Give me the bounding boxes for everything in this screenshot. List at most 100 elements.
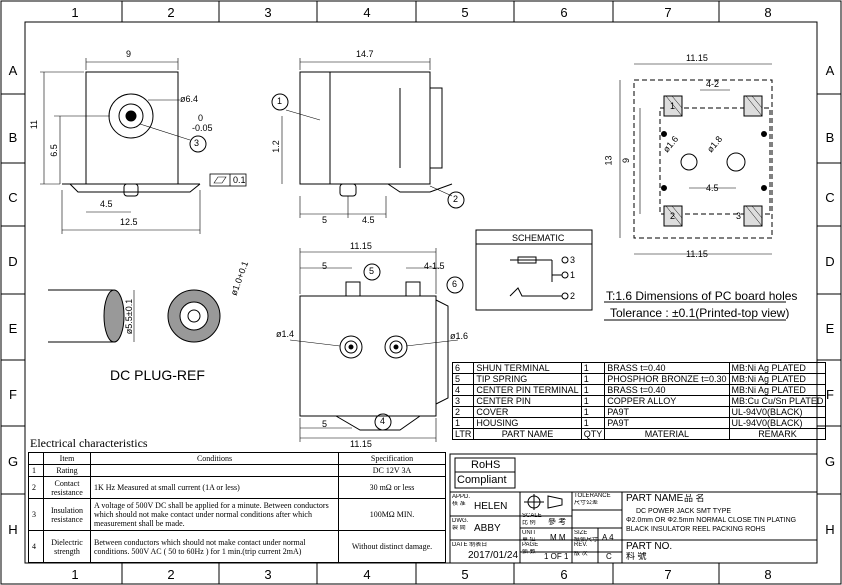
- row-label-h: H: [8, 522, 18, 537]
- date-label: DATE 制表日: [452, 542, 488, 548]
- part-name-label: PART NAME: [626, 494, 684, 504]
- scale-label: SCALE: [522, 513, 542, 519]
- rohs-line-2: Compliant: [457, 475, 507, 486]
- row-label-c-right: C: [825, 190, 835, 205]
- unit-label: UNIT: [522, 530, 536, 536]
- col-label-1-bottom: 1: [71, 567, 79, 582]
- note-line-1: T:1.6 Dimensions of PC board holes: [606, 290, 798, 302]
- scale-value: 參 考: [548, 518, 567, 526]
- dc-plug: [48, 289, 221, 343]
- scale-label-cn: 比 例: [522, 520, 536, 526]
- pcb-height: 13: [604, 155, 614, 166]
- part-desc-2: Φ2.0mm OR Φ2.5mm NORMAL CLOSE TIN PLATIN…: [626, 517, 797, 524]
- size-value: A 4: [602, 534, 614, 542]
- schematic-pin2: 2: [570, 292, 576, 301]
- tolerance-label-cn: 尺寸公差: [574, 500, 599, 506]
- notes-lines: [604, 301, 786, 321]
- plug-caption: DC PLUG-REF: [110, 368, 205, 382]
- part-desc-1: DC POWER JACK SMT TYPE: [636, 508, 732, 515]
- title-block-lines: [449, 453, 818, 564]
- front-view: [40, 58, 247, 234]
- front-callout-3: 3: [194, 139, 200, 148]
- unit-label-cn: 單 位: [522, 537, 536, 543]
- dwg-label-cn: 製 間: [452, 525, 466, 531]
- date-value: 2017/01/24: [468, 551, 519, 561]
- side-dim-a: 5: [322, 216, 328, 225]
- bottom-dim-5: 5: [322, 262, 328, 271]
- appd-name: HELEN: [474, 502, 508, 512]
- col-label-8: 8: [764, 5, 772, 20]
- row-label-g: G: [7, 454, 19, 469]
- schematic-box: [475, 229, 593, 311]
- side-callout-1: 1: [277, 97, 283, 106]
- bottom-callout-5: 5: [369, 267, 375, 276]
- col-label-4: 4: [363, 5, 371, 20]
- front-pin-height-dim: 6.5: [49, 144, 59, 157]
- bottom-width-dim: 11.15: [350, 242, 372, 251]
- col-label-4-bottom: 4: [363, 567, 371, 582]
- side-callout-2: 2: [453, 195, 459, 204]
- note-line-2: Tolerance : ±0.1(Printed-top view): [610, 307, 790, 319]
- bottom-callout-4: 4: [380, 417, 386, 426]
- pcb-pad-2: 2: [670, 212, 676, 221]
- bottom-hole-b: ø1.6: [450, 332, 469, 341]
- bottom-callout-6: 6: [452, 280, 458, 289]
- bottom-hole-a: ø1.4: [276, 330, 295, 339]
- front-width-dim: 9: [126, 50, 132, 59]
- row-label-e: E: [8, 321, 18, 336]
- page-label-cn: 張 數: [522, 549, 536, 555]
- col-label-5-bottom: 5: [461, 567, 469, 582]
- dwg-label: DWG.: [452, 518, 469, 524]
- row-label-d-right: D: [825, 254, 835, 269]
- side-length-dim: 14.7: [356, 50, 374, 59]
- col-label-7-bottom: 7: [664, 567, 672, 582]
- col-label-7: 7: [664, 5, 672, 20]
- front-tol-upper: 0: [198, 114, 204, 123]
- front-total-width-dim: 12.5: [120, 218, 138, 227]
- col-label-3: 3: [264, 5, 272, 20]
- plug-dia: ø5.5±0.1: [125, 298, 135, 335]
- tolerance-label: TOLERANCE: [574, 493, 611, 499]
- front-pin-offset-dim: 4.5: [100, 200, 113, 209]
- col-label-2: 2: [167, 5, 175, 20]
- appd-label: APPD.: [452, 494, 471, 500]
- col-label-6: 6: [560, 5, 568, 20]
- front-height-dim: 11: [30, 119, 40, 130]
- side-dim-b: 4.5: [362, 216, 375, 225]
- side-view: [271, 58, 465, 218]
- front-hole-dia: ø6.4: [180, 95, 199, 104]
- size-label: SIZE: [574, 530, 588, 536]
- electrical-title: Electrical characteristics: [30, 437, 148, 449]
- pcb-pad-gap: 4-2: [706, 80, 720, 89]
- rev-value: C: [606, 553, 612, 561]
- page-label: PAGE: [522, 542, 539, 548]
- pcb-pad-1: 1: [670, 102, 676, 111]
- col-label-3-bottom: 3: [264, 567, 272, 582]
- row-label-f-right: F: [826, 387, 834, 402]
- bottom-dim-5b: 5: [322, 420, 328, 429]
- pcb-width-bottom: 11.15: [686, 250, 708, 259]
- schematic-pin3: 3: [570, 256, 576, 265]
- pcb-pad-3: 3: [736, 212, 742, 221]
- size-label-cn: 紙張尺寸: [574, 537, 599, 543]
- col-label-2-bottom: 2: [167, 567, 175, 582]
- pcb-width-top: 11.15: [686, 54, 708, 63]
- col-label-6-bottom: 6: [560, 567, 568, 582]
- bottom-dim-4-1-5: 4-1.5: [424, 262, 445, 271]
- row-label-a: A: [8, 63, 18, 78]
- pcb-inner: 9: [622, 157, 632, 164]
- row-label-f: F: [9, 387, 17, 402]
- front-flatness: 0.1: [233, 176, 246, 185]
